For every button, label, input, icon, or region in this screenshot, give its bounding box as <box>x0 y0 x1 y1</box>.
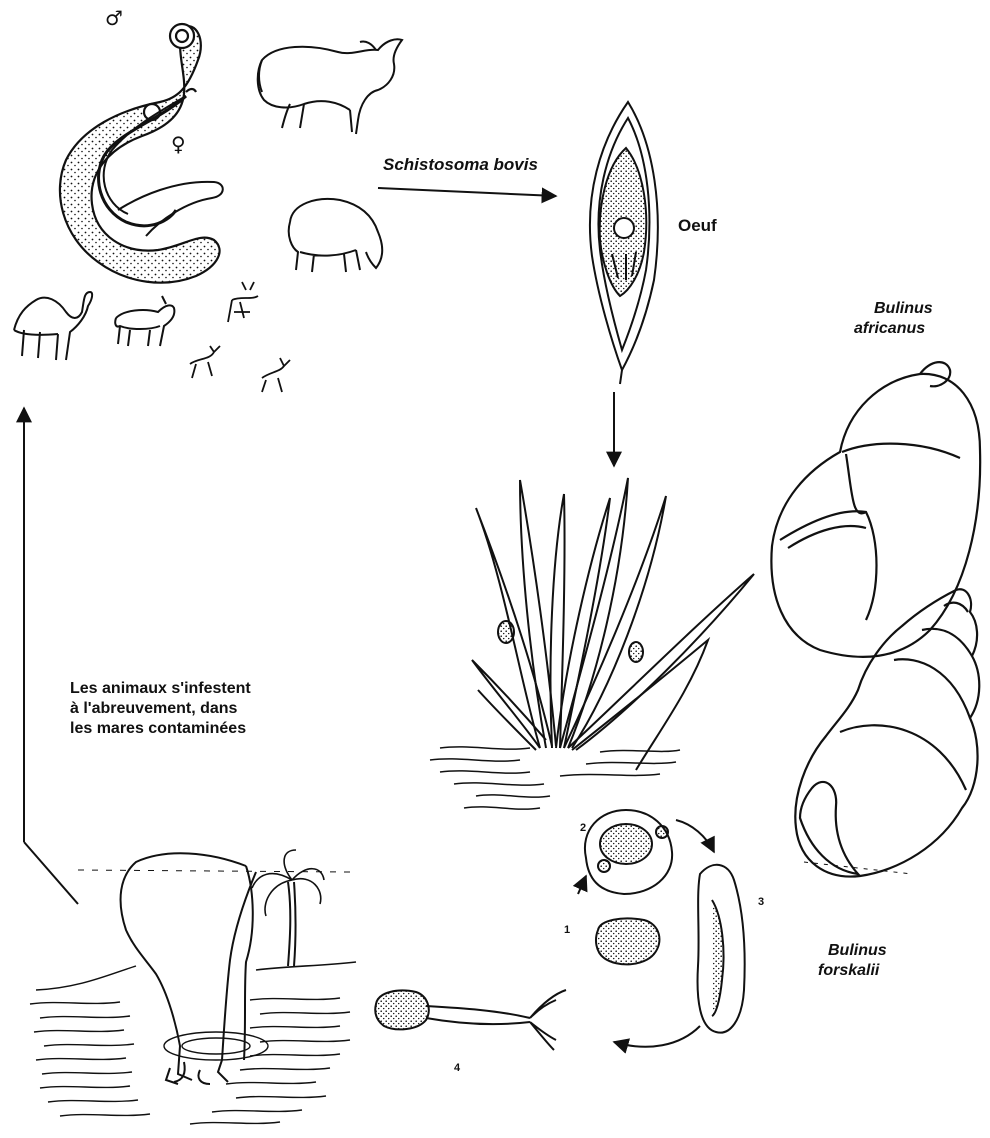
goat-icon <box>115 296 174 346</box>
snail-forskalii-icon <box>795 589 979 876</box>
camel-icon <box>14 292 92 360</box>
male-symbol: ♂ <box>105 6 123 30</box>
stage-2-label: 2 <box>580 822 586 834</box>
stage-4-label: 4 <box>454 1062 460 1074</box>
zebu-icon <box>258 39 402 134</box>
snail-africanus-label-1: Bulinus <box>874 300 933 318</box>
schistosome-pair-icon <box>60 24 223 283</box>
stage-3-label: 3 <box>758 896 764 908</box>
cercaria-icon <box>375 990 566 1050</box>
infection-arrow <box>24 408 78 904</box>
snail-africanus-icon <box>771 362 980 657</box>
snail-africanus-label-2: africanus <box>854 320 925 338</box>
drinking-cattle-icon <box>78 853 350 1084</box>
snail-forskalii-label-1: Bulinus <box>828 942 887 960</box>
female-symbol: ♀ <box>171 132 186 156</box>
stage-1-label: 1 <box>564 924 570 936</box>
pond-water <box>30 966 350 1124</box>
species-arrow <box>378 188 556 196</box>
snail-forskalii-label-2: forskalii <box>818 962 879 980</box>
water-plant-icon <box>430 478 754 809</box>
sheep-icon <box>289 199 383 272</box>
species-label: Schistosoma bovis <box>383 155 538 175</box>
infection-text-line-1: Les animaux s'infestent <box>70 680 251 698</box>
antelope-icon <box>190 282 290 392</box>
palm-tree-icon <box>252 850 356 970</box>
egg-icon <box>590 102 658 384</box>
infection-text-line-3: les mares contaminées <box>70 720 246 738</box>
miracidium-icon <box>596 918 659 964</box>
infection-text-line-2: à l'abreuvement, dans <box>70 700 237 718</box>
egg-label: Oeuf <box>678 216 717 236</box>
